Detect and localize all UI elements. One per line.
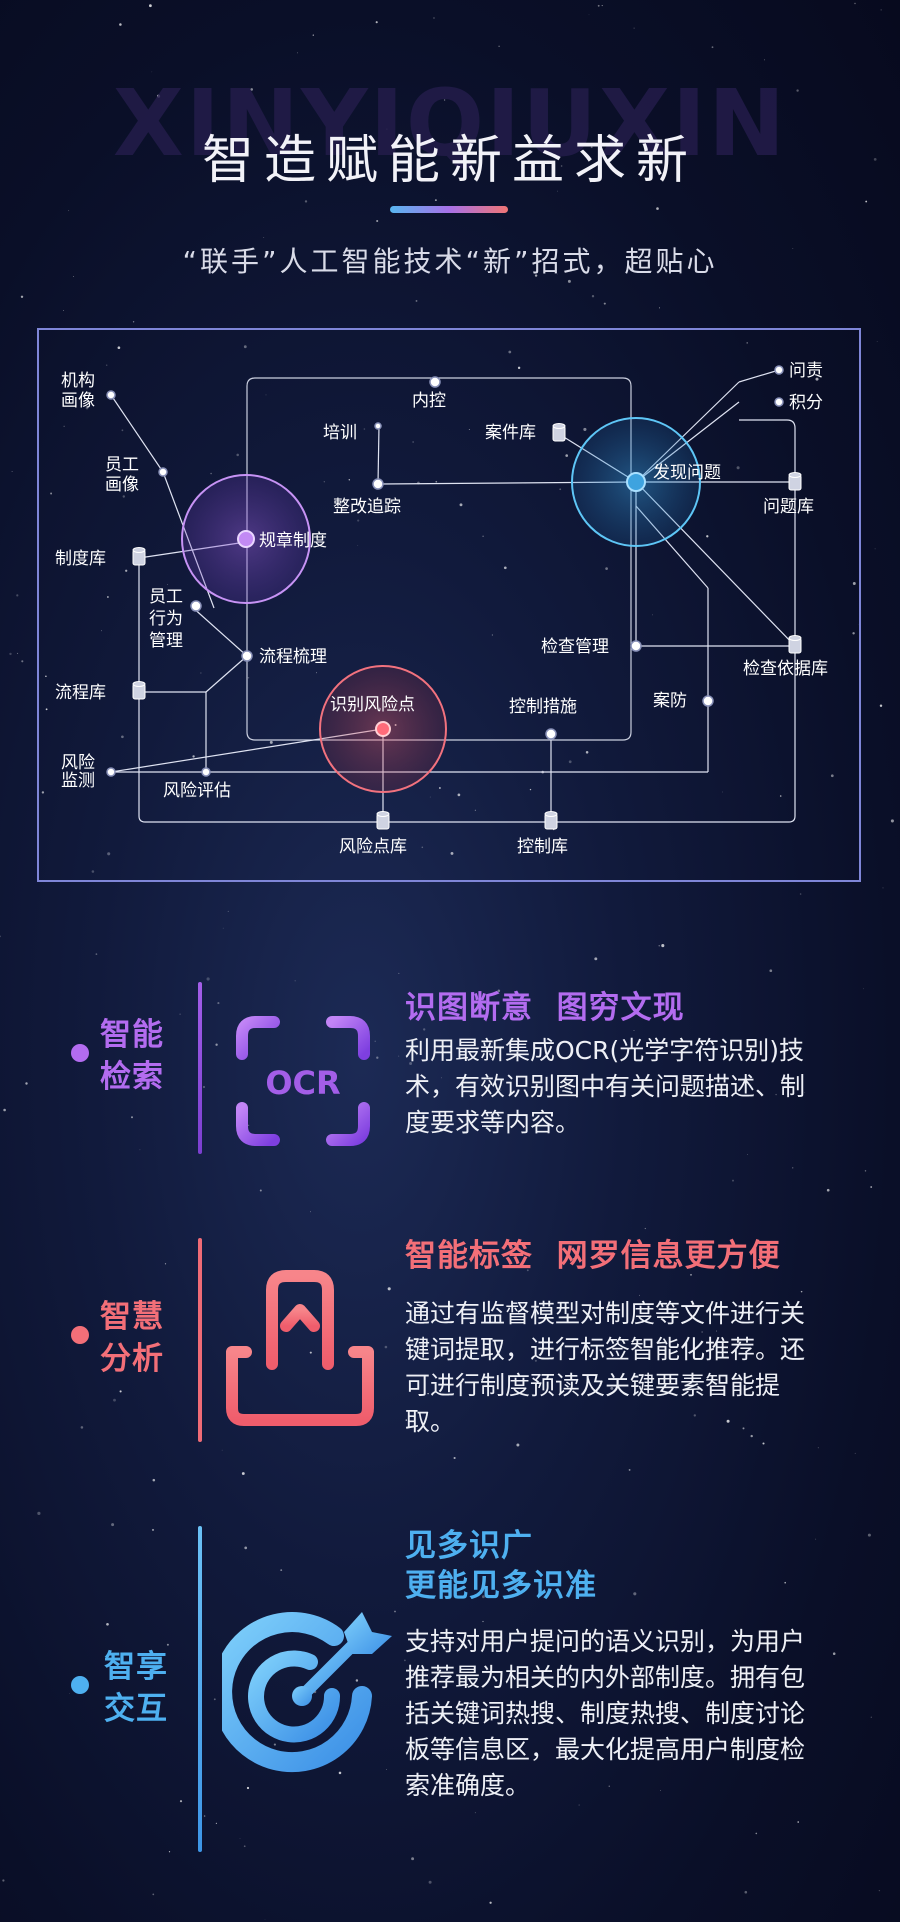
page-title: 智造赋能新益求新 bbox=[201, 131, 698, 191]
feature-divider bbox=[198, 1238, 202, 1442]
label-anfang: 案防 bbox=[653, 691, 687, 711]
label-jigou-2: 画像 bbox=[61, 391, 95, 411]
database-icon bbox=[132, 681, 146, 700]
feature-divider bbox=[198, 982, 202, 1154]
page-header: XINYIQIUXIN 智造赋能新益求新 “联手”人工智能技术“新”招式，超贴心 bbox=[0, 0, 900, 300]
feature-smart-analysis: 智慧 分析 智能标签 网罗信息更方便 通过有监督模型对制度等文件进行关键词提取，… bbox=[0, 1236, 900, 1446]
label-xingwei-2: 行为 bbox=[149, 609, 183, 629]
label-kongzhi-cuoshi: 控制措施 bbox=[509, 697, 577, 717]
junction-dots bbox=[106, 365, 784, 777]
label-zhenggai-zhuizong: 整改追踪 bbox=[333, 497, 401, 517]
database-icons bbox=[132, 423, 802, 830]
database-icon bbox=[552, 423, 566, 442]
feature-smart-search: 智能 检索 OCR 识图断意 图穷文现 利用最新集成OCR(光学字符识别)技术，… bbox=[0, 980, 900, 1160]
database-icon bbox=[132, 547, 146, 566]
ocr-scan-icon: OCR bbox=[236, 1016, 370, 1146]
bullet-dot bbox=[71, 1044, 89, 1062]
label-jiancha-guanli: 检查管理 bbox=[541, 637, 609, 657]
feature-description: 利用最新集成OCR(光学字符识别)技术，有效识别图中有关问题描述、制度要求等内容… bbox=[405, 1036, 806, 1137]
feature-heading: 见多识广 更能见多识准 bbox=[405, 1528, 597, 1604]
label-anjianku: 案件库 bbox=[485, 423, 536, 443]
label-yuangong-2: 画像 bbox=[105, 475, 139, 495]
database-icon bbox=[788, 635, 802, 654]
bullet-dot bbox=[71, 1326, 89, 1344]
label-kongzhiku: 控制库 bbox=[517, 837, 568, 857]
database-icon bbox=[544, 811, 558, 830]
label-jigou: 机构 bbox=[61, 371, 95, 391]
label-shibie-fengxiandian: 识别风险点 bbox=[330, 695, 415, 715]
page-subtitle: “联手”人工智能技术“新”招式，超贴心 bbox=[182, 245, 718, 278]
label-fengxian-pinggu: 风险评估 bbox=[163, 781, 231, 801]
label-wentiku: 问题库 bbox=[763, 497, 814, 517]
label-neikong: 内控 bbox=[412, 391, 446, 411]
bullet-dot bbox=[71, 1676, 89, 1694]
feature-divider bbox=[198, 1526, 202, 1852]
label-xingwei-3: 管理 bbox=[149, 631, 183, 651]
feature-heading: 识图断意 图穷文现 bbox=[405, 990, 685, 1026]
process-diagram-svg: 机构 画像 员工 画像 制度库 规章制度 员工 行为 管理 流程梳理 流程库 风… bbox=[55, 361, 828, 857]
label-liucheng-shuli: 流程梳理 bbox=[259, 647, 327, 667]
label-guizhang: 规章制度 bbox=[259, 531, 327, 551]
label-liuchengku: 流程库 bbox=[55, 683, 106, 703]
feature-description: 通过有监督模型对制度等文件进行关键词提取，进行标签智能化推荐。还可进行制度预读及… bbox=[405, 1299, 806, 1436]
label-fengxian-1: 风险 bbox=[61, 753, 95, 773]
label-yuangong: 员工 bbox=[105, 455, 139, 475]
label-xingwei-1: 员工 bbox=[149, 587, 183, 607]
label-fengxiandianku: 风险点库 bbox=[339, 837, 407, 857]
label-jifen: 积分 bbox=[789, 393, 823, 413]
feature-heading: 智能标签 网罗信息更方便 bbox=[405, 1238, 781, 1274]
title-underline bbox=[390, 206, 508, 213]
database-icon bbox=[376, 811, 390, 830]
label-wenze: 问责 bbox=[789, 361, 823, 381]
feature-smart-interaction: 智享 交互 见多识广 更能见多识准 支持对用户提问的语义识别，为用户推荐最为相关… bbox=[0, 1526, 900, 1856]
label-fengxian-2: 监测 bbox=[61, 771, 95, 791]
label-zhiduku: 制度库 bbox=[55, 549, 106, 569]
ghost-background-text: XINYIQIUXIN bbox=[112, 70, 788, 177]
database-icon bbox=[788, 472, 802, 491]
label-jiancha-yijuku: 检查依据库 bbox=[743, 659, 828, 679]
feature-category: 智能 检索 bbox=[100, 1017, 164, 1095]
connector-lines bbox=[110, 369, 796, 823]
process-diagram: 机构 画像 员工 画像 制度库 规章制度 员工 行为 管理 流程梳理 流程库 风… bbox=[37, 328, 861, 882]
svg-text:OCR: OCR bbox=[265, 1064, 340, 1102]
feature-category: 智享 交互 bbox=[104, 1649, 168, 1727]
feature-category: 智慧 分析 bbox=[100, 1299, 164, 1377]
label-faxian-wenti: 发现问题 bbox=[653, 463, 721, 483]
upload-tray-icon bbox=[226, 1270, 374, 1426]
target-arrow-icon bbox=[222, 1612, 392, 1773]
label-peixun: 培训 bbox=[323, 423, 357, 443]
feature-description: 支持对用户提问的语义识别，为用户推荐最为相关的内外部制度。拥有包括关键词热搜、制… bbox=[405, 1627, 806, 1800]
